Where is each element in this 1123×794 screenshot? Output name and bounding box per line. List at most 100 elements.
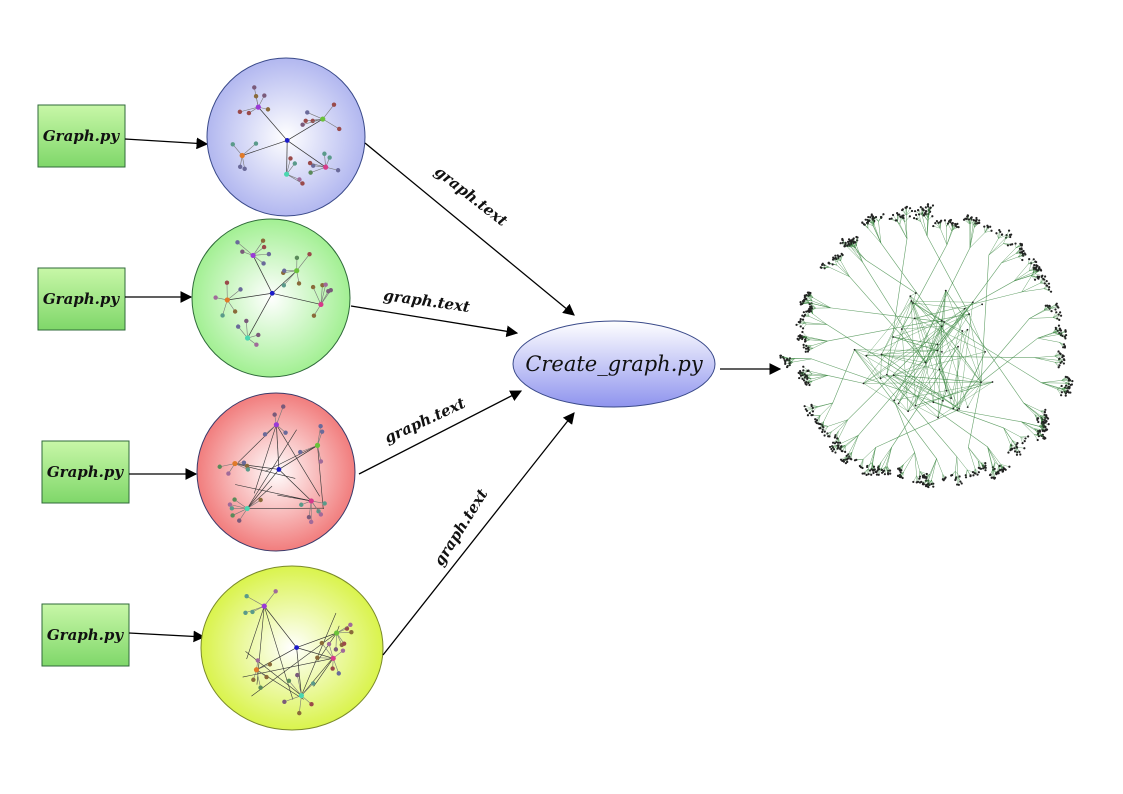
network-edge — [278, 469, 312, 502]
network-edge — [312, 286, 322, 305]
output-edge — [910, 296, 944, 401]
output-edge — [868, 447, 876, 469]
network-leaf-node — [224, 280, 230, 285]
output-edge — [816, 415, 821, 424]
output-edge — [1037, 337, 1060, 343]
network-edge — [256, 669, 261, 688]
output-edge — [926, 212, 930, 236]
output-leaf-node — [797, 371, 800, 374]
output-edge — [1061, 377, 1068, 381]
output-edge — [988, 243, 1004, 256]
edge-label-3: graph.text — [382, 394, 469, 447]
output-leaf-node — [804, 338, 807, 341]
output-edge — [1023, 402, 1035, 415]
output-edge — [916, 475, 921, 483]
network-leaf-node — [319, 640, 325, 646]
output-leaf-node — [1050, 309, 1053, 313]
output-edge — [856, 458, 864, 461]
output-edge — [849, 452, 853, 459]
network-leaf-node — [283, 430, 288, 435]
output-leaf-node — [1032, 258, 1035, 261]
output-leaf-node — [1037, 277, 1040, 280]
network-edge — [247, 293, 273, 339]
output-edge — [1061, 387, 1070, 390]
output-edge — [927, 479, 932, 487]
output-leaf-node — [801, 377, 804, 380]
output-leaf-node — [804, 382, 807, 385]
output-node — [897, 402, 900, 405]
output-edge — [984, 225, 988, 233]
output-leaf-node — [1044, 421, 1047, 424]
output-edge — [919, 471, 926, 477]
output-edge — [978, 461, 980, 468]
output-edge — [941, 313, 970, 327]
network-edge — [336, 624, 351, 634]
output-leaf-node — [935, 220, 939, 223]
output-edge — [784, 360, 793, 363]
output-leaf-node — [1063, 335, 1066, 338]
output-leaf-node — [1064, 392, 1067, 395]
network-leaf-node — [318, 512, 324, 517]
output-edge — [847, 435, 859, 456]
network-edge — [283, 270, 297, 286]
output-edge — [854, 247, 866, 261]
output-edge — [946, 230, 952, 245]
output-edge — [854, 349, 938, 351]
network-edge — [246, 606, 265, 660]
output-node — [950, 397, 952, 400]
output-edge — [893, 336, 938, 345]
output-leaf-node — [1033, 263, 1036, 267]
output-leaf-node — [1059, 311, 1062, 314]
output-leaf-node — [954, 222, 957, 226]
output-edge — [1035, 269, 1041, 275]
output-edge — [893, 375, 934, 403]
output-leaf-node — [1059, 314, 1063, 317]
network-leaf-node — [303, 118, 308, 123]
output-edge — [1021, 272, 1034, 293]
output-edge — [940, 220, 942, 229]
output-leaf-node — [1009, 449, 1012, 452]
output-edge — [915, 214, 921, 222]
output-leaf-node — [1054, 308, 1057, 311]
subgraph-1-network — [230, 85, 342, 186]
network-leaf-node — [348, 622, 353, 627]
network-leaf-node — [242, 166, 247, 172]
output-edge — [906, 215, 908, 239]
output-leaf-node — [806, 377, 809, 380]
output-edge — [914, 217, 921, 222]
output-leaf-node — [1001, 470, 1004, 473]
output-edge — [925, 474, 930, 481]
output-leaf-node — [1033, 278, 1037, 281]
output-leaf-node — [841, 239, 844, 242]
network-leaf-node — [311, 313, 317, 318]
output-leaf-node — [843, 245, 846, 248]
output-leaf-node — [831, 449, 834, 453]
network-leaf-node — [235, 324, 241, 329]
output-leaf-node — [957, 483, 960, 486]
output-edge — [822, 264, 830, 268]
output-leaf-node — [801, 330, 804, 334]
output-edge — [1034, 357, 1059, 361]
output-leaf-node — [932, 485, 935, 488]
output-edge — [944, 321, 963, 332]
network-edge — [276, 424, 320, 497]
subgraph-3 — [196, 392, 356, 552]
output-leaf-node — [806, 414, 810, 417]
output-edge — [911, 300, 945, 323]
output-edge — [827, 313, 970, 342]
output-edge — [818, 415, 821, 424]
output-leaf-node — [938, 221, 942, 224]
output-edge — [812, 313, 827, 325]
output-leaf-node — [979, 467, 983, 470]
output-leaf-node — [973, 472, 976, 475]
network-edge — [302, 118, 323, 126]
network-leaf-node — [241, 460, 247, 465]
output-leaf-node — [1001, 233, 1004, 236]
output-edge — [969, 225, 974, 248]
output-leaf-node — [1047, 423, 1050, 426]
output-edge — [827, 419, 848, 427]
output-edge — [901, 244, 948, 330]
output-edge — [992, 469, 996, 478]
output-leaf-node — [805, 344, 808, 348]
output-node — [914, 292, 917, 294]
